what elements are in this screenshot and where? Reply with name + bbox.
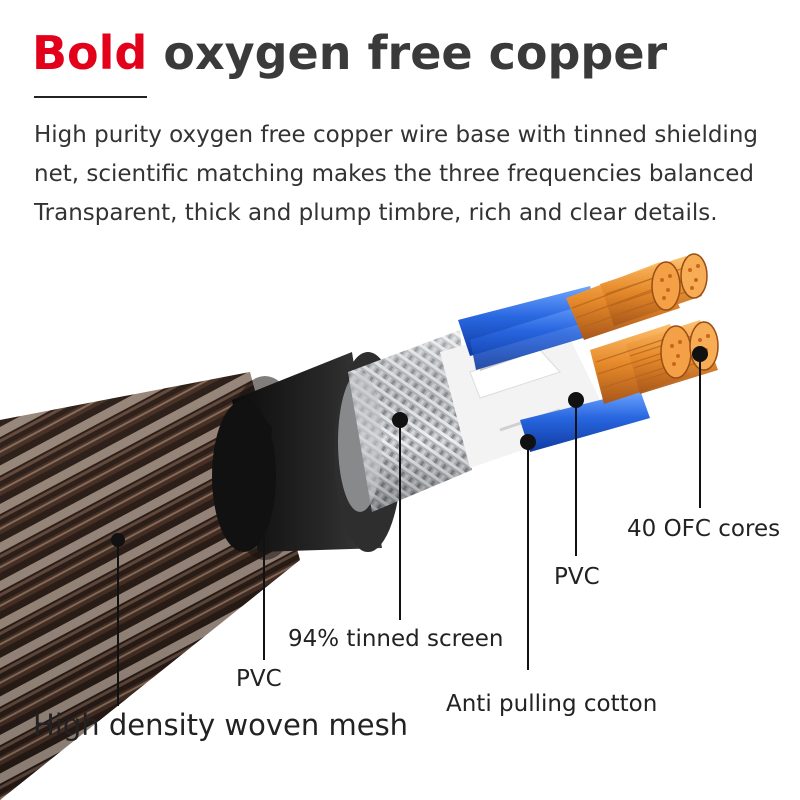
leader-dot-outer-pvc (256, 422, 272, 438)
callout-outer-pvc: PVC (236, 666, 282, 692)
description-line: Transparent, thick and plump timbre, ric… (34, 200, 718, 226)
leader-dot-tinned-screen (392, 412, 408, 428)
tinned-braid-screen (338, 330, 472, 512)
leader-dot-inner-pvc (568, 392, 584, 408)
description-line: High purity oxygen free copper wire base… (34, 122, 758, 148)
copper-bundles-top (566, 253, 708, 340)
description-line: net, scientific matching makes the three… (34, 161, 754, 187)
callout-anti-pulling-cotton: Anti pulling cotton (446, 691, 658, 717)
callout-ofc-cores: 40 OFC cores (627, 516, 781, 542)
leader-dot-cotton (520, 434, 536, 450)
page-title: Bold oxygen free copper (32, 22, 667, 84)
title-accent-word: Bold (32, 26, 148, 80)
leader-dot-ofc-cores (692, 346, 708, 362)
title-rest-text: oxygen free copper (147, 26, 668, 80)
description-paragraph: High purity oxygen free copper wire base… (34, 116, 774, 233)
callout-leaders (111, 346, 708, 706)
callout-tinned-screen: 94% tinned screen (288, 626, 504, 652)
leader-dot-woven-mesh (111, 533, 125, 547)
title-underline-divider (34, 96, 147, 98)
callout-woven-mesh: High density woven mesh (33, 708, 409, 742)
copper-bundles-bottom (590, 320, 719, 404)
callout-inner-pvc: PVC (554, 564, 600, 590)
